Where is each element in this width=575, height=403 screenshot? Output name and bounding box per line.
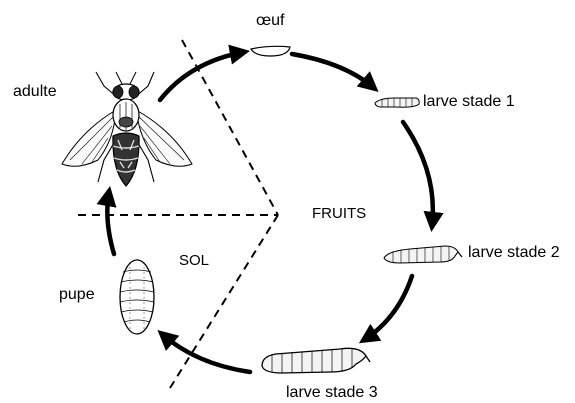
arrow-larva1-to-larva2: [403, 122, 433, 226]
egg-icon: [251, 46, 290, 56]
larva-stage3-icon: [262, 348, 370, 373]
arrow-adult-to-egg: [160, 52, 244, 100]
label-larva-stage3: larve stade 3: [286, 385, 378, 401]
arrow-larva2-to-larva3: [364, 276, 412, 340]
label-adult: adulte: [13, 84, 57, 100]
arrow-pupa-to-adult: [107, 192, 114, 254]
pupa-icon: [120, 260, 154, 334]
arrow-egg-to-larva1: [292, 54, 374, 88]
arrow-larva3-to-pupa: [162, 334, 250, 372]
label-fruits-zone: FRUITS: [312, 206, 366, 221]
larva-stage2-icon: [384, 246, 462, 263]
label-soil-zone: SOL: [179, 253, 209, 268]
label-larva-stage2: larve stade 2: [468, 245, 560, 261]
label-pupa: pupe: [59, 287, 95, 303]
label-larva-stage1: larve stade 1: [423, 94, 515, 110]
label-egg: œuf: [256, 13, 284, 29]
separator-lower: [170, 215, 278, 388]
larva-stage1-icon: [375, 98, 419, 107]
